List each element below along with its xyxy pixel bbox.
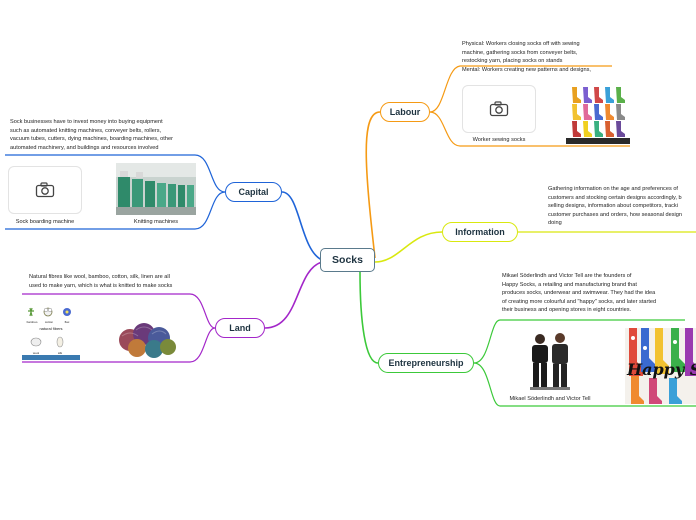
labour-image-placeholder[interactable] [462, 85, 536, 133]
natural-fibers-chart[interactable] [22, 302, 80, 360]
fibre-name: flax [64, 320, 70, 324]
note-line: Gathering information on the age and pre… [548, 186, 678, 192]
connector-labour-images [429, 111, 630, 147]
note-line: machine, gathering socks from conveyer b… [462, 49, 578, 56]
factory-illustration [116, 163, 196, 215]
entrepreneurship-note[interactable]: Mikael Söderlindh and Victor Tell are th… [502, 272, 687, 315]
colorful-socks-image[interactable] [566, 84, 630, 144]
connector-entrepreneurship-note [473, 319, 685, 364]
camera-icon [35, 182, 55, 198]
fibers-illustration [22, 302, 80, 360]
land-note[interactable]: Natural fibres like wool, bamboo, cotton… [29, 273, 199, 290]
topic-labour[interactable]: Labour [380, 102, 430, 122]
note-line: produces socks, underwear and swimwear. … [502, 290, 656, 297]
note-line: Sock businesses have to invest money int… [10, 119, 163, 125]
fibre-name: silk [57, 351, 63, 355]
note-line: Mikael Söderlindh and Victor Tell are th… [502, 273, 632, 279]
labour-note[interactable]: Physical: Workers closing socks off with… [462, 40, 622, 74]
topic-information[interactable]: Information [442, 222, 518, 242]
topic-capital[interactable]: Capital [225, 182, 282, 202]
capital-image-placeholder[interactable] [8, 166, 82, 214]
note-line: automated machinery, and buildings and r… [10, 144, 159, 151]
happy-socks-illustration [625, 328, 696, 404]
connector-capital [281, 191, 323, 261]
information-note[interactable]: Gathering information on the age and pre… [548, 185, 696, 228]
connector-land-note [22, 293, 216, 329]
note-line: Happy Socks, a retailing and manufacturi… [502, 281, 637, 288]
yarn-balls-image[interactable] [112, 314, 182, 358]
connector-information [374, 231, 443, 263]
note-line: used to make yarn, which is what is knit… [29, 282, 173, 289]
connector-labour [365, 111, 381, 259]
topic-entrepreneurship[interactable]: Entrepreneurship [378, 353, 474, 373]
founders-photo[interactable] [510, 330, 590, 392]
caption-sock-boarding: Sock boarding machine [15, 219, 75, 225]
founders-illustration [510, 330, 590, 392]
capital-note[interactable]: Sock businesses have to invest money int… [10, 118, 210, 152]
note-line: their business and opening stores in eig… [502, 307, 632, 314]
connector-entrepreneurship [359, 271, 379, 364]
caption-knitting: Knitting machines [133, 219, 179, 225]
fibre-name: bamboo [26, 320, 38, 324]
note-line: customer purchases and orders, how seaso… [548, 211, 683, 218]
happy-socks-logo: Happy Socks [627, 360, 696, 379]
note-line: Natural fibres like wool, bamboo, cotton… [29, 274, 170, 280]
connector-capital-images [5, 191, 226, 230]
connector-labour-note [429, 65, 612, 113]
yarn-illustration [112, 314, 182, 358]
note-line: selling designs, information about compe… [548, 203, 678, 210]
note-line: customers and stocking certain designs a… [548, 194, 682, 201]
caption-worker-sewing: Worker sewing socks [472, 137, 526, 143]
fibre-name: cotton [44, 320, 54, 324]
connector-land-images [22, 327, 216, 363]
topic-land[interactable]: Land [215, 318, 265, 338]
socks-illustration [566, 87, 630, 144]
fibre-name: wool [32, 351, 40, 355]
connector-land [264, 261, 323, 329]
happy-socks-image[interactable]: Happy Socks [625, 328, 696, 404]
connector-entrepreneurship-images [473, 362, 696, 407]
note-line: of creating more colourful and "happy" s… [502, 298, 657, 305]
caption-fibers-title: natural fibers [39, 326, 63, 331]
note-line: Mental: Workers creating new patterns an… [462, 66, 591, 73]
note-line: such as automated knitting machines, con… [10, 127, 162, 134]
camera-icon [489, 101, 509, 117]
note-line: doing [548, 220, 562, 227]
knitting-machines-image[interactable] [116, 163, 196, 215]
connector-capital-note [5, 154, 226, 193]
caption-founders: Mikael Söderlindh and Victor Tell [509, 396, 591, 402]
note-line: Physical: Workers closing socks off with… [462, 41, 580, 47]
note-line: vacuum tubes, cutters, dying machines, b… [10, 136, 173, 143]
note-line: restocking yarn, placing socks on stands [462, 58, 563, 65]
central-topic[interactable]: Socks [320, 248, 375, 272]
